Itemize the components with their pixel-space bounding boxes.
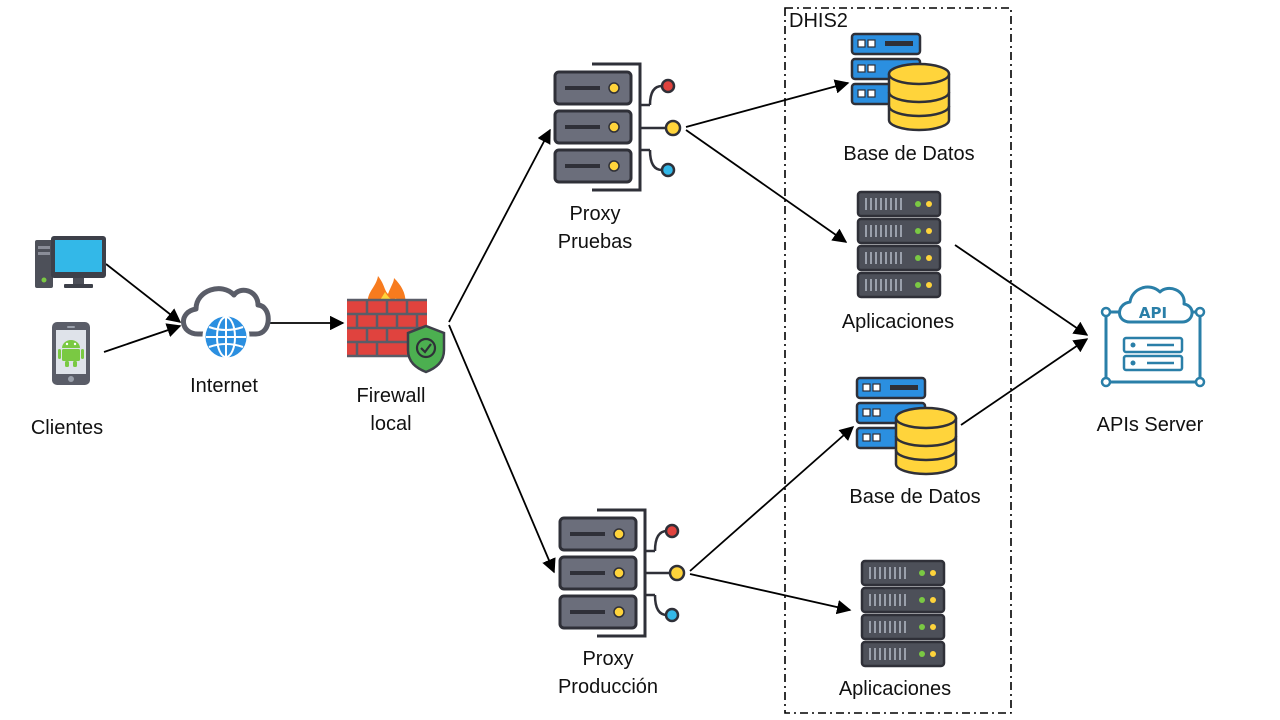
api-server-icon: API <box>1100 285 1206 388</box>
android-phone-icon <box>52 322 90 385</box>
edge-apps-apis <box>954 244 1089 336</box>
edge-phone-internet <box>103 323 182 353</box>
db-top-label: Base de Datos <box>843 143 975 165</box>
internet-cloud-icon <box>181 286 271 361</box>
connectors <box>103 79 1089 615</box>
database-top-icon <box>850 32 951 132</box>
firewall-label: Firewall local <box>340 382 442 438</box>
edge-db-apis <box>960 338 1089 426</box>
firewall-icon <box>347 276 446 374</box>
apis-server-label: APIs Server <box>1096 414 1204 436</box>
edge-firewall-proxy-produccion <box>448 324 556 574</box>
proxy-pruebas-label: Proxy Pruebas <box>540 200 650 256</box>
dhis2-group-box <box>784 7 1012 714</box>
proxy-pruebas-label-line2: Pruebas <box>557 231 633 253</box>
proxy-produccion-label-line2: Producción <box>557 676 659 698</box>
desktop-computer-icon <box>35 236 106 288</box>
firewall-label-line2: local <box>370 413 412 435</box>
edge-pruebas-db <box>685 79 850 128</box>
clientes-label: Clientes <box>30 417 104 439</box>
proxy-pruebas-server-icon <box>553 62 682 192</box>
applications-top-server-icon <box>856 190 942 299</box>
proxy-pruebas-label-line1: Proxy <box>569 203 621 225</box>
proxy-produccion-label: Proxy Producción <box>543 645 673 701</box>
db-bottom-label: Base de Datos <box>849 486 981 508</box>
apps-top-label: Aplicaciones <box>841 311 955 333</box>
proxy-produccion-server-icon <box>558 508 686 638</box>
internet-label: Internet <box>190 375 258 397</box>
proxy-produccion-label-line1: Proxy <box>582 648 634 670</box>
edge-produccion-db <box>689 426 855 572</box>
database-bottom-icon <box>855 376 958 476</box>
firewall-label-line1: Firewall <box>356 385 426 407</box>
apps-bottom-label: Aplicaciones <box>838 678 952 700</box>
dhis2-group-label: DHIS2 <box>789 10 848 32</box>
edge-pruebas-apps <box>685 129 848 243</box>
applications-bottom-server-icon <box>860 559 946 668</box>
edge-firewall-proxy-pruebas <box>448 128 551 323</box>
edge-produccion-apps <box>689 573 852 615</box>
edge-desktop-internet <box>105 263 182 323</box>
api-badge-text: API <box>1139 304 1167 322</box>
